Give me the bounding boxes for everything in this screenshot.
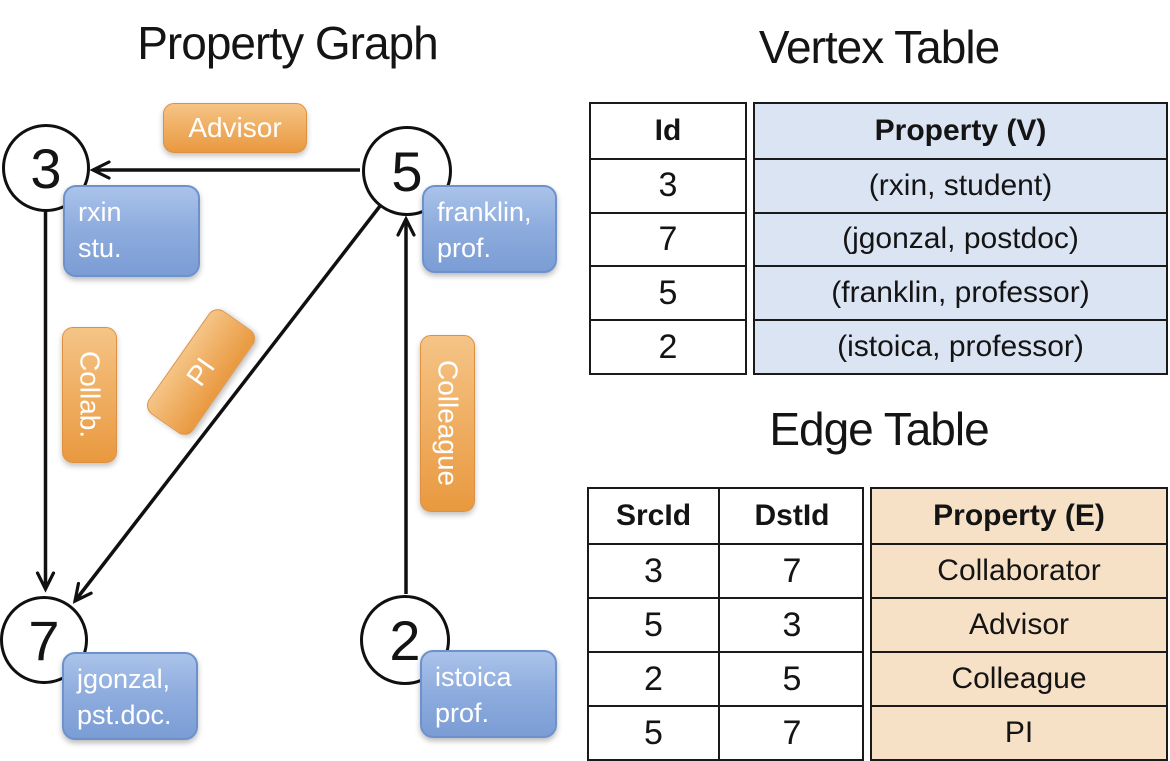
vertex-table-cell: (franklin, professor)	[755, 265, 1166, 320]
graph-edges	[35, 160, 416, 604]
edge-label-text: Collab.	[74, 351, 106, 439]
vertex-node-2: 2	[360, 595, 450, 685]
attr-line: prof.	[437, 232, 492, 263]
attr-line: franklin,	[437, 197, 532, 227]
vertex-table-property-column: Property (V) (rxin, student) (jgonzal, p…	[753, 102, 1168, 375]
edge-table-cell: Advisor	[872, 597, 1166, 651]
vertex-table-cell: (rxin, student)	[755, 157, 1166, 212]
vertex-table-header-property: Property (V)	[755, 104, 1166, 158]
edge-label-colleague: Colleague	[420, 335, 475, 512]
edge-table-cell: 5	[589, 597, 718, 651]
attr-line: rxin	[78, 197, 122, 227]
vertex-table-cell: (istoica, professor)	[755, 319, 1166, 373]
vertex-table-cell: 5	[591, 265, 745, 319]
attr-line: stu.	[78, 232, 122, 263]
edge-pi-line	[72, 204, 382, 604]
edge-table-cell: Colleague	[872, 651, 1166, 705]
edge-table-cell: 7	[718, 705, 864, 759]
edge-label-text: PI	[180, 351, 221, 392]
vertex-id-label: 5	[391, 139, 423, 203]
attr-line: istoica	[435, 662, 512, 692]
vertex-table-cell: 7	[591, 211, 745, 266]
edge-table-property-column: Property (E) Collaborator Advisor Collea…	[870, 487, 1168, 761]
edge-label-advisor: Advisor	[163, 103, 307, 153]
edge-label-text: Advisor	[188, 112, 282, 143]
vertex-attr-box-franklin: franklin, prof.	[422, 185, 557, 273]
vertex-id-label: 3	[30, 136, 62, 200]
vertex-attr-box-rxin: rxin stu.	[63, 185, 200, 277]
edge-label-collab: Collab.	[62, 327, 117, 463]
vertex-attr-box-jgonzal: jgonzal, pst.doc.	[62, 652, 198, 740]
vertex-table-cell: 2	[591, 319, 745, 373]
vertex-attr-box-istoica: istoica prof.	[420, 650, 557, 738]
edge-table-cell: 5	[718, 651, 864, 705]
property-graph-panel: Property Graph 3 5 7 2 rxin stu. frankli…	[0, 0, 575, 760]
edge-table-cell: 7	[718, 543, 864, 597]
edge-table-cell: 3	[589, 543, 718, 597]
attr-line: prof.	[435, 697, 490, 728]
attr-line: jgonzal,	[77, 664, 171, 694]
property-graph-title: Property Graph	[137, 17, 438, 69]
edge-table-id-columns: SrcId DstId 3 7 5 3 2 5 5 7	[587, 487, 864, 761]
edge-table-cell: 2	[589, 651, 718, 705]
edge-table-cell: 5	[589, 705, 718, 759]
edge-table-header-srcid: SrcId	[615, 499, 692, 532]
vertex-node-5: 5	[362, 126, 452, 216]
edge-table-header-property: Property (E)	[872, 489, 1166, 543]
vertex-table-cell: 3	[591, 157, 745, 212]
edge-table-cell: PI	[872, 705, 1166, 759]
edge-table-title: Edge Table	[769, 403, 989, 455]
edge-table-header-dstid: DstId	[718, 489, 864, 543]
vertex-id-label: 7	[28, 608, 60, 672]
tables-panel: Vertex Table Id 3 7 5 2 Property (V) (rx…	[575, 0, 1170, 761]
edge-table-cell: Collaborator	[872, 543, 1166, 597]
vertex-table-id-column: Id 3 7 5 2	[589, 102, 747, 375]
vertex-table-title: Vertex Table	[758, 21, 1000, 73]
vertex-table-cell: (jgonzal, postdoc)	[755, 211, 1166, 266]
vertex-table-header-id: Id	[654, 113, 682, 147]
vertex-id-label: 2	[389, 608, 421, 672]
attr-line: pst.doc.	[77, 699, 172, 730]
edge-table-cell: 3	[718, 597, 864, 651]
edge-label-text: Colleague	[432, 360, 464, 487]
